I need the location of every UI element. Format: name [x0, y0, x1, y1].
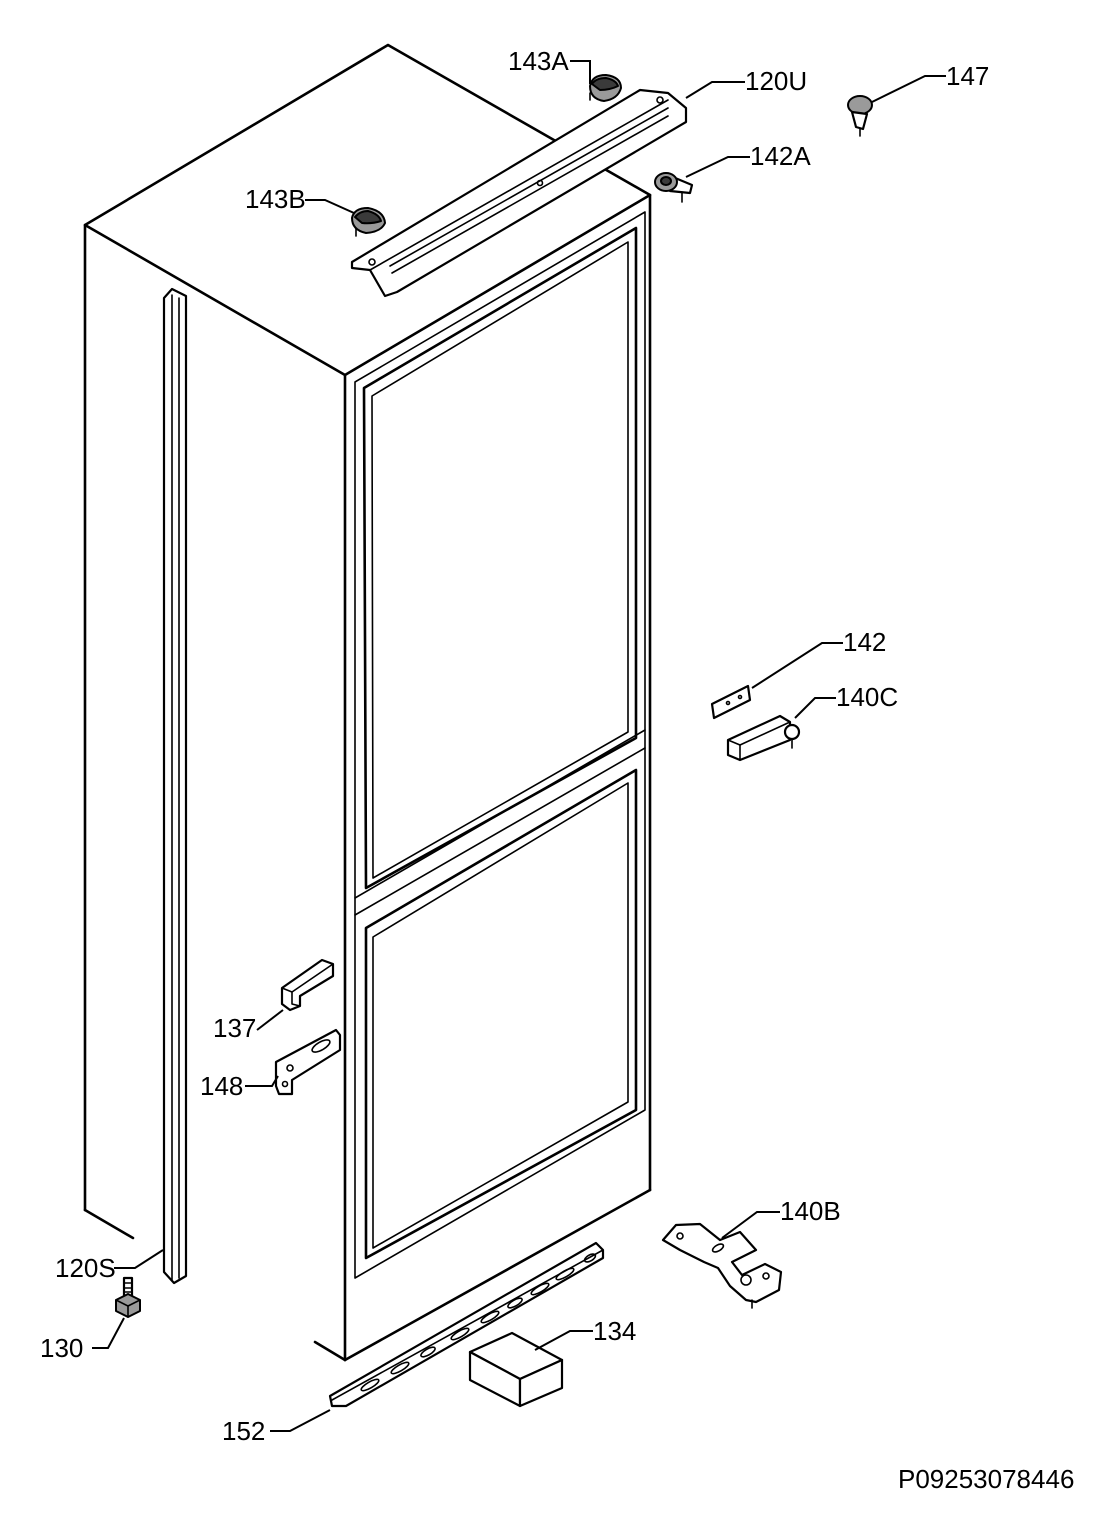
leader-142A	[685, 156, 750, 178]
label-137: 137	[213, 1013, 256, 1043]
rail-slot	[360, 1378, 380, 1392]
rail-slot	[507, 1297, 523, 1309]
part-143A-cap	[589, 74, 622, 102]
leader-120U	[685, 81, 745, 99]
lower-door-gasket-inner	[372, 782, 629, 1249]
part-152-bottom-rail	[328, 1241, 605, 1408]
leader-142	[751, 642, 843, 689]
cabinet-left-bottom-edge	[83, 1208, 135, 1240]
part-134-block	[468, 1331, 564, 1408]
cabinet	[83, 43, 652, 1362]
part-140C-hinge	[726, 714, 801, 762]
rail-slot	[480, 1310, 500, 1324]
label-140B: 140B	[780, 1196, 841, 1226]
label-147: 147	[946, 61, 989, 91]
leader-137	[256, 1009, 284, 1031]
lower-door-gasket-outer	[364, 768, 638, 1260]
label-142: 142	[843, 627, 886, 657]
label-130: 130	[40, 1333, 83, 1363]
part-130-adjustable-foot	[115, 1276, 141, 1318]
upper-door-gasket-inner	[371, 241, 629, 879]
cabinet-bottom-stub	[313, 1340, 347, 1362]
part-137-bracket	[280, 958, 335, 1012]
leader-130	[92, 1317, 125, 1349]
label-152: 152	[222, 1416, 265, 1446]
leader-152	[270, 1409, 331, 1432]
label-143B: 143B	[245, 184, 306, 214]
label-148: 148	[200, 1071, 243, 1101]
rail-slot	[390, 1361, 410, 1375]
rail-slot	[555, 1267, 575, 1281]
part-120U-top-bar	[350, 88, 688, 298]
upper-door-gasket-outer	[362, 226, 638, 890]
cabinet-front-bottom-edge	[343, 1188, 652, 1362]
part-142-spacer	[710, 684, 752, 720]
part-142A-pivot	[654, 172, 694, 203]
part-120S-side-strip	[162, 287, 188, 1285]
leader-148	[245, 1075, 279, 1087]
leader-147	[871, 75, 946, 103]
door-front	[354, 211, 646, 1279]
leader-140B	[721, 1211, 780, 1239]
callout-labels: 143A 120U 147 142A 143B 142 140C 137 148…	[40, 46, 1074, 1494]
rail-slot	[530, 1282, 550, 1296]
part-140B-hinge	[661, 1222, 783, 1309]
label-140C: 140C	[836, 682, 898, 712]
label-142A: 142A	[750, 141, 811, 171]
rail-slot	[420, 1346, 436, 1358]
drawing-number: P09253078446	[898, 1464, 1074, 1494]
leader-143B	[305, 199, 355, 214]
part-143B-cap	[351, 207, 386, 237]
leader-143A	[570, 60, 591, 84]
leader-134	[534, 1330, 593, 1351]
leader-lines	[92, 60, 946, 1432]
label-143A: 143A	[508, 46, 569, 76]
label-120S: 120S	[55, 1253, 116, 1283]
leader-140C	[794, 697, 836, 719]
door-divider-lower	[354, 747, 646, 916]
part-148-plate	[274, 1028, 342, 1096]
leader-120S	[114, 1249, 164, 1269]
door-inner-outline	[354, 211, 646, 1279]
rail-slot	[450, 1327, 470, 1341]
label-120U: 120U	[745, 66, 807, 96]
part-147-clip	[847, 95, 873, 137]
rail-slot	[583, 1253, 597, 1263]
label-134: 134	[593, 1316, 636, 1346]
